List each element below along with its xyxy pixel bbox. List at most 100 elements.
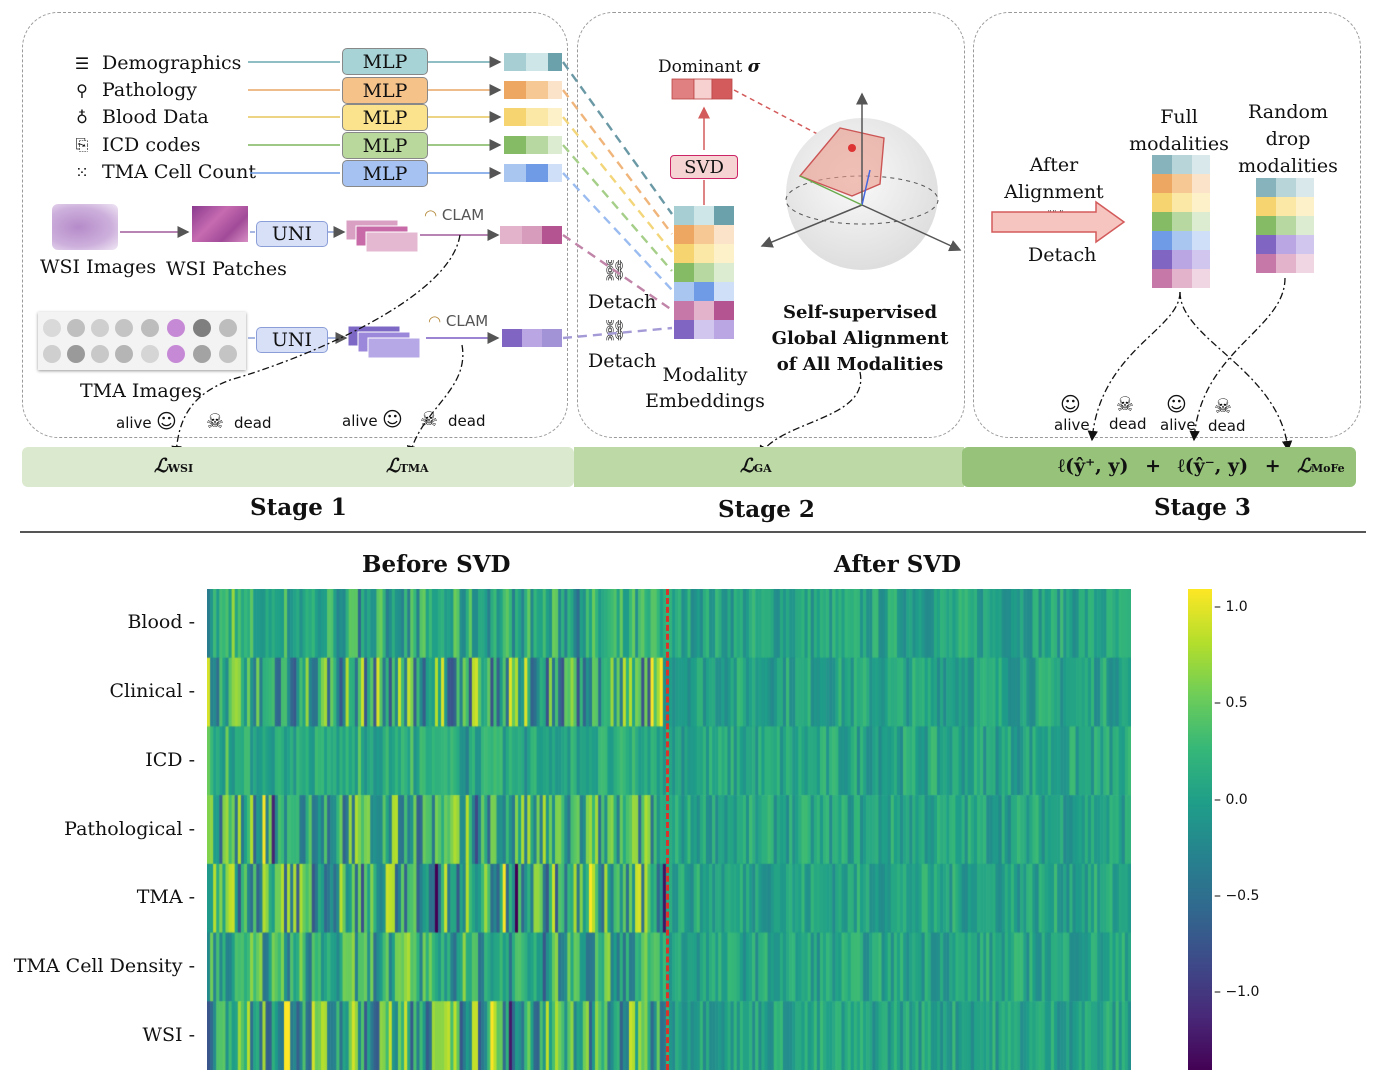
loss-stage3: ℓ(ŷ⁺, y) + ℓ(ŷ⁻, y) + ℒMoFe (1058, 455, 1345, 478)
dead-label: dead (234, 414, 272, 432)
wsi-patches-thumbnail (192, 206, 248, 242)
clam-logo: ◠ CLAM (424, 206, 484, 224)
smile-icon: ☺ (1060, 392, 1081, 416)
heatmap-row-label: Pathological - (64, 817, 195, 840)
mlp-box: MLP (342, 48, 428, 75)
section-divider (20, 531, 1366, 533)
after-line1: After (1029, 154, 1079, 176)
colorbar-tick: – 1.0 (1214, 599, 1248, 616)
skull-icon: ☠ (1116, 392, 1134, 416)
heatmap-row-label: TMA Cell Density - (13, 954, 195, 977)
person-list-icon: ☰ (74, 53, 90, 73)
document-search-icon: ⎘ (75, 135, 89, 154)
modality-label: ICD codes (102, 134, 201, 156)
alignment-sphere (760, 92, 962, 270)
heatmap-canvas (207, 589, 1131, 1070)
colorbar (1188, 589, 1212, 1070)
title-line1: Self-supervised (782, 302, 938, 323)
stage1-loss-bar (22, 447, 574, 487)
stage3-panel (973, 12, 1361, 438)
svd-box: SVD (670, 155, 738, 179)
dots-grid-icon: ⁙ (75, 162, 89, 182)
global-alignment-title: Self-supervised Global Alignment of All … (770, 300, 950, 378)
random-line2: drop (1265, 128, 1311, 150)
wsi-patches-label: WSI Patches (166, 258, 287, 280)
clam-shell-icon: ◠ (424, 206, 438, 224)
detach-label: Detach (588, 350, 657, 372)
loss-symbol: ℒ (154, 455, 168, 477)
diagram-graphics (43, 53, 1314, 457)
stage1-panel (22, 12, 568, 438)
colorbar-tick: – 0.5 (1214, 695, 1248, 712)
heatmap-title-after: After SVD (834, 551, 962, 578)
loss-symbol: ℒ (386, 455, 400, 477)
colorbar-tick: – −0.5 (1214, 887, 1260, 904)
uni-box: UNI (256, 221, 328, 247)
loss-drop: ℓ(ŷ⁻, y) (1177, 455, 1249, 477)
heatmap-row-label: TMA - (136, 886, 195, 909)
alive-label: alive (342, 412, 378, 430)
full-modalities-matrix (1152, 155, 1210, 288)
clam-shell-icon: ◠ (428, 312, 442, 330)
after-alignment-label: After Alignment (994, 152, 1114, 206)
loss-sub: GA (753, 462, 772, 475)
stage1-label: Stage 1 (250, 494, 347, 521)
modality-arrows (120, 56, 502, 344)
smile-icon: ☺ (382, 407, 403, 431)
sigma-symbol: σ (747, 57, 761, 77)
skull-icon: ☠ (206, 409, 224, 433)
smile-icon: ☺ (156, 409, 177, 433)
modality-label: TMA Cell Count (102, 161, 256, 183)
stage3-loss-bar (962, 447, 1356, 487)
full-line1: Full (1160, 106, 1198, 128)
wsi-images-label: WSI Images (40, 256, 157, 278)
loss-symbol: ℒ (740, 455, 754, 477)
random-drop-label: Random drop modalities (1236, 99, 1340, 180)
random-line1: Random (1248, 101, 1328, 123)
clam-logo: ◠ CLAM (428, 312, 488, 330)
dominant-sigma-label: Dominant σ (658, 57, 760, 77)
modality-blood: ♁ Blood Data (72, 106, 209, 128)
heatmap-row-label: Clinical - (109, 680, 195, 703)
loss-wsi: ℒWSI (154, 455, 193, 477)
wsi-image-thumbnail (52, 204, 118, 250)
loss-sub: TMA (399, 462, 429, 475)
heatmap-row-label: Blood - (127, 611, 195, 634)
clam-label: CLAM (445, 312, 489, 330)
modality-embeddings-matrix (674, 206, 734, 339)
stage3-label: Stage 3 (1154, 494, 1251, 521)
dashed-connectors (562, 61, 673, 340)
stage1-embeddings (345, 53, 562, 359)
detach-icon: ⛓ (602, 318, 628, 342)
heatmap-row-label: WSI - (142, 1023, 195, 1046)
loss-symbol: ℒ (1297, 455, 1311, 477)
loss-full: ℓ(ŷ⁺, y) (1058, 455, 1129, 477)
dominant-vector (671, 78, 733, 100)
modality-tma-cell-count: ⁙ TMA Cell Count (72, 161, 256, 183)
modality-pathology: ⚲ Pathology (72, 79, 197, 101)
loss-ga: ℒGA (740, 455, 772, 477)
mlp-box: MLP (342, 77, 428, 104)
title-line2: Global Alignment (771, 328, 949, 349)
random-drop-matrix (1256, 178, 1314, 273)
dead-label: dead (1109, 415, 1147, 433)
uni-box: UNI (256, 327, 328, 353)
modality-embeddings-line2: Embeddings (645, 390, 765, 412)
modality-embeddings-line1: Modality (662, 364, 748, 386)
stage2-label: Stage 2 (718, 496, 815, 523)
full-line2: modalities (1129, 133, 1229, 155)
mlp-box: MLP (342, 132, 428, 159)
clam-label: CLAM (441, 206, 485, 224)
dead-label: dead (448, 412, 486, 430)
loss-sub: MoFe (1310, 462, 1345, 475)
loss-tma: ℒTMA (386, 455, 429, 477)
heatmap-title-before: Before SVD (362, 551, 511, 578)
microscope-icon: ⚲ (76, 80, 88, 100)
modality-icd: ⎘ ICD codes (72, 134, 201, 156)
dead-label: dead (1208, 417, 1246, 435)
smile-icon: ☺ (1166, 392, 1187, 416)
tma-core-circles (43, 319, 237, 363)
title-line3: of All Modalities (776, 354, 944, 375)
modality-label: Demographics (102, 52, 242, 74)
after-line2: Alignment (1004, 181, 1104, 203)
